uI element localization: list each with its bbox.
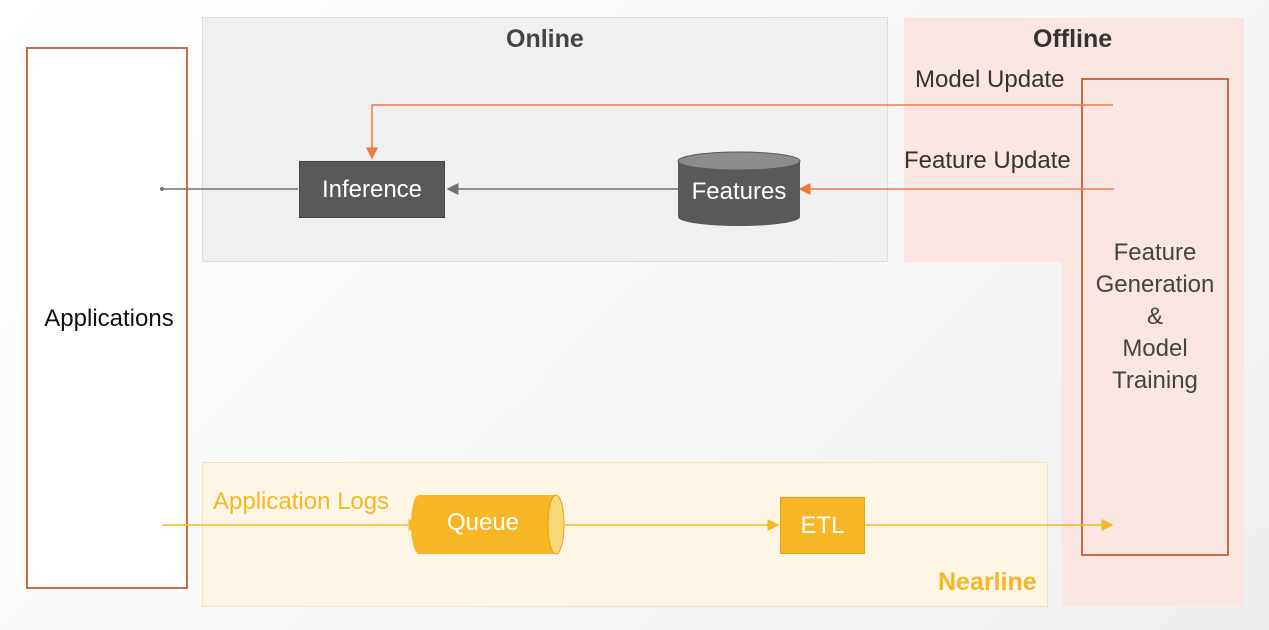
etl-label: ETL — [800, 511, 845, 539]
feature-generation-model-training-label: Feature Generation & Model Training — [1095, 239, 1215, 394]
applications-node: Applications — [26, 47, 188, 589]
queue-label: Queue — [446, 509, 520, 536]
nearline-title: Nearline — [938, 568, 1037, 596]
inference-applications-edge — [160, 187, 298, 191]
feature-update-label: Feature Update — [904, 147, 1071, 174]
feature-generation-model-training-node: Feature Generation & Model Training — [1081, 78, 1229, 556]
etl-node: ETL — [780, 497, 865, 554]
inference-label: Inference — [321, 175, 423, 203]
model-update-edge — [366, 104, 1113, 160]
offline-title: Offline — [1033, 25, 1113, 53]
model-update-label: Model Update — [915, 66, 1065, 93]
features-label: Features — [691, 178, 787, 205]
application-logs-label: Application Logs — [213, 488, 390, 515]
nearline-region — [202, 462, 1048, 607]
inference-node: Inference — [299, 161, 445, 218]
queue-cylinder — [411, 494, 565, 555]
features-cylinder — [677, 151, 801, 226]
applications-label: Applications — [44, 305, 174, 332]
online-title: Online — [506, 25, 584, 53]
